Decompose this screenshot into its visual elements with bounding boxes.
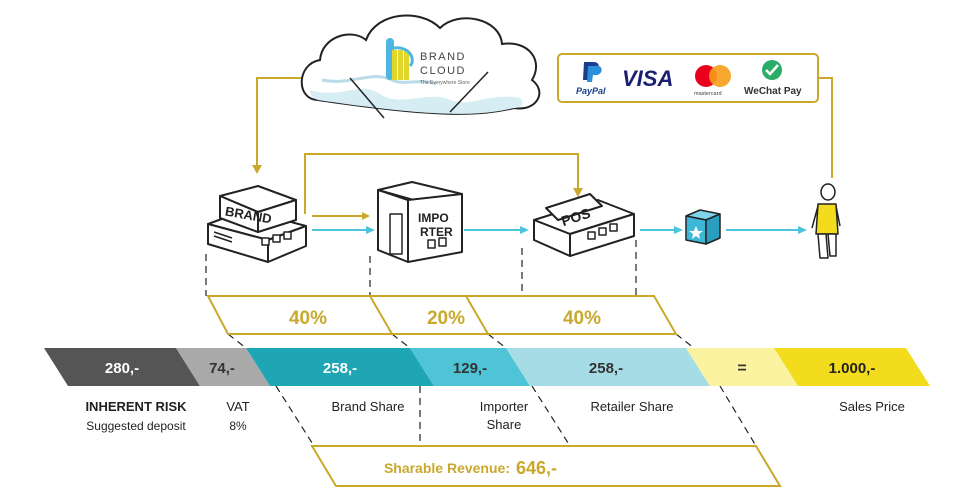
paypal-logo-icon: PayPal <box>576 62 606 96</box>
sharable-revenue-label: Sharable Revenue: <box>384 460 510 476</box>
vat-rate-label: 8% <box>229 419 247 433</box>
sales-price-label: Sales Price <box>839 399 905 414</box>
brand-share-percent: 40% <box>289 308 327 329</box>
gold-connector-lines <box>256 77 833 214</box>
share-percentage-band <box>206 295 678 335</box>
retailer-share-value: 258,- <box>589 360 623 377</box>
brand-cloud-title-2: CLOUD <box>420 65 466 77</box>
sales-price-value: 1.000,- <box>829 360 876 377</box>
visa-logo-icon: VISA <box>622 66 673 91</box>
cloud-perspective-line-2 <box>449 71 489 113</box>
brand-cloud-tagline: The Everywhere Store <box>420 80 470 86</box>
importer-building-label-2: RTER <box>420 225 453 239</box>
vat-segment <box>176 348 270 386</box>
importer-share-percent: 20% <box>427 308 465 329</box>
equals-sign: = <box>737 360 746 377</box>
sales-price-segment <box>774 348 930 386</box>
brand-cloud-title-1: BRAND <box>420 51 466 63</box>
brand-share-label: Brand Share <box>332 399 405 414</box>
cloud-wave <box>321 75 437 86</box>
payment-methods-box: PayPal VISA mastercard WeChat Pay <box>557 53 819 103</box>
brand-cloud: BRAND CLOUD The Everywhere Store <box>300 14 541 119</box>
retailer-share-segment <box>506 348 710 386</box>
importer-building-label-1: IMPO <box>418 211 449 225</box>
price-bar <box>44 348 930 386</box>
importer-share-label-1: Importer <box>480 399 529 414</box>
pos-store-icon <box>533 193 635 257</box>
cloud-inner-shade <box>310 88 523 114</box>
inherent-risk-value: 280,- <box>105 360 139 377</box>
importer-share-segment <box>410 348 530 386</box>
sharable-revenue-band <box>310 445 782 487</box>
cloud-perspective-line-1 <box>349 77 385 119</box>
brand-share-value: 258,- <box>323 360 357 377</box>
paypal-label: PayPal <box>576 86 606 96</box>
product-box-icon <box>685 209 721 245</box>
gold-arrowheads <box>252 165 583 220</box>
suggested-deposit-label: Suggested deposit <box>86 419 186 433</box>
cyan-flow-arrows <box>312 226 807 234</box>
inherent-risk-label: INHERENT RISK <box>85 399 187 414</box>
inherent-risk-segment <box>44 348 200 386</box>
importer-share-label-2: Share <box>487 417 522 432</box>
retailer-share-percent: 40% <box>563 308 601 329</box>
wechat-pay-label: WeChat Pay <box>744 86 802 97</box>
dashed-projection-lines <box>205 240 757 447</box>
brand-building-icon <box>207 185 307 263</box>
equals-segment <box>686 348 798 386</box>
brand-share-segment <box>246 348 434 386</box>
star-icon <box>689 226 703 239</box>
sharable-revenue-value: 646,- <box>516 458 557 478</box>
importer-building-icon <box>377 181 463 263</box>
vat-label: VAT <box>226 399 249 414</box>
customer-person-icon <box>811 183 841 259</box>
importer-share-value: 129,- <box>453 360 487 377</box>
mastercard-logo-icon: mastercard <box>694 65 731 97</box>
vat-value: 74,- <box>209 360 235 377</box>
mastercard-label: mastercard <box>694 91 722 97</box>
wechat-pay-logo-icon: WeChat Pay <box>744 60 802 97</box>
retailer-share-label: Retailer Share <box>590 399 673 414</box>
brand-cloud-logo <box>386 38 414 80</box>
